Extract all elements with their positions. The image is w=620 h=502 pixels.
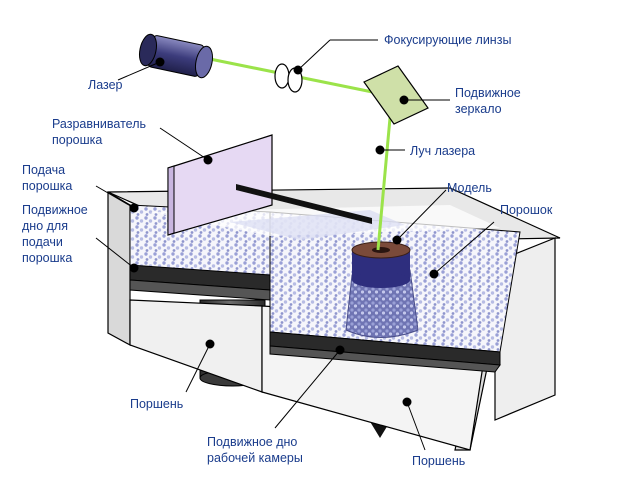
label-powder-feed-1: Подача <box>22 163 65 177</box>
label-piston-right: Поршень <box>412 454 465 468</box>
label-powder: Порошок <box>500 203 553 217</box>
label-feed-bottom-3: подачи <box>22 235 63 249</box>
leader-dots <box>129 57 439 407</box>
label-laser: Лазер <box>88 78 123 92</box>
label-feed-bottom-2: дно для <box>22 219 68 233</box>
label-feed-bottom-1: Подвижное <box>22 203 88 217</box>
label-piston-left: Поршень <box>130 397 183 411</box>
label-powder-feed-2: порошка <box>22 179 72 193</box>
label-feed-bottom-4: порошка <box>22 251 72 265</box>
movable-mirror <box>363 65 429 125</box>
label-movable-mirror-2: зеркало <box>455 102 502 116</box>
powder-leveler <box>167 134 372 236</box>
label-leveler-2: порошка <box>52 133 102 147</box>
label-chamber-bottom-1: Подвижное дно <box>207 435 297 449</box>
model <box>351 241 411 288</box>
model-body <box>345 269 419 338</box>
laser <box>138 33 214 79</box>
label-focusing-lenses: Фокусирующие линзы <box>384 33 511 47</box>
label-laser-beam: Луч лазера <box>410 144 475 158</box>
label-leveler-1: Разравниватель <box>52 117 146 131</box>
label-movable-mirror-1: Подвижное <box>455 86 521 100</box>
leader-lines <box>95 39 495 451</box>
label-chamber-bottom-2: рабочей камеры <box>207 451 303 465</box>
label-model: Модель <box>447 181 492 195</box>
